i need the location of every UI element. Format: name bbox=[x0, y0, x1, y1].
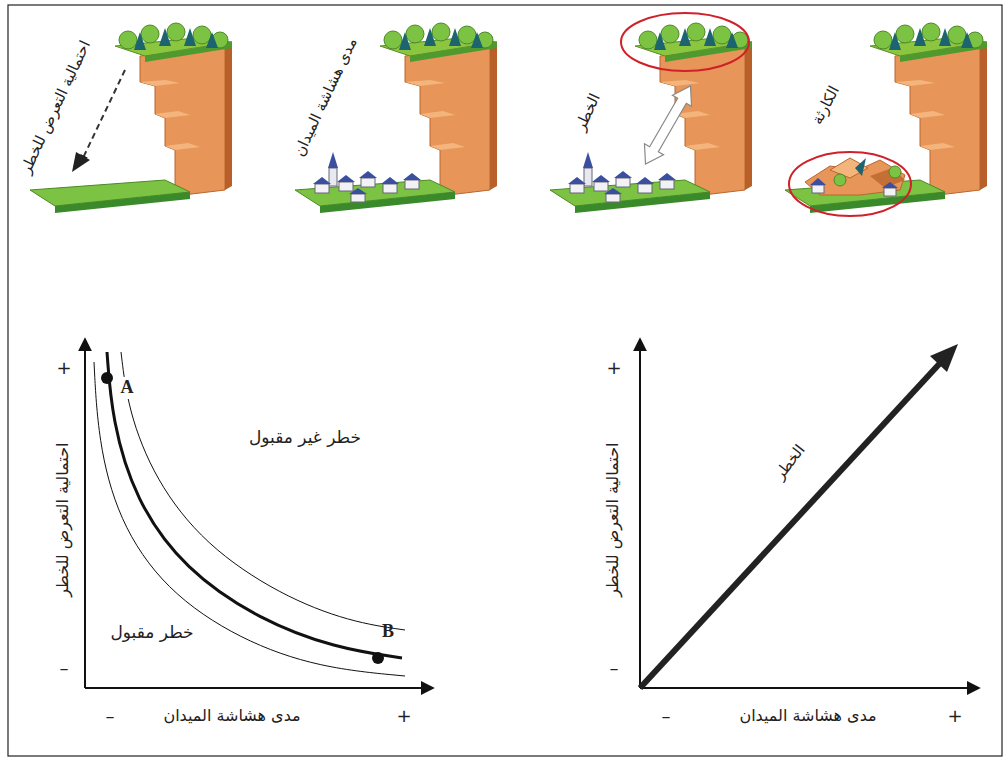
axis-label: مدى هشاشة الميدان bbox=[737, 706, 878, 725]
cliff-illustration bbox=[30, 23, 232, 213]
risk-curve-chart bbox=[85, 340, 432, 688]
axis-sign: – bbox=[608, 657, 621, 679]
region-label: خطر مقبول bbox=[108, 622, 195, 642]
panel-caption: الكارثة bbox=[807, 81, 844, 129]
point-label: A bbox=[119, 377, 136, 399]
cliff-illustration bbox=[785, 23, 987, 216]
line-label: الخطر bbox=[770, 440, 811, 485]
axis-sign: – bbox=[58, 657, 71, 679]
frame bbox=[8, 5, 1002, 756]
risk-line-chart bbox=[640, 340, 978, 688]
panel-caption: مدى هشاشة الميدان bbox=[289, 33, 361, 161]
axis-sign: + bbox=[54, 357, 73, 379]
region-label: خطر غير مقبول bbox=[247, 427, 363, 447]
axis-sign: + bbox=[945, 705, 964, 727]
axis-sign: – bbox=[660, 705, 673, 727]
risk-curve bbox=[107, 352, 402, 658]
risk-curve bbox=[121, 352, 405, 630]
risk-curve bbox=[94, 362, 405, 676]
point-label: B bbox=[380, 621, 396, 643]
axis-label: احتمالية التعرض للخطر bbox=[602, 441, 621, 599]
axis-sign: – bbox=[104, 705, 117, 727]
axis-sign: + bbox=[604, 357, 623, 379]
cliff-illustration bbox=[550, 13, 752, 213]
axis-label: احتمالية التعرض للخطر bbox=[52, 441, 71, 599]
panel-caption: الخطر bbox=[571, 89, 605, 136]
axis-sign: + bbox=[394, 705, 413, 727]
axis-label: مدى هشاشة الميدان bbox=[161, 706, 302, 725]
